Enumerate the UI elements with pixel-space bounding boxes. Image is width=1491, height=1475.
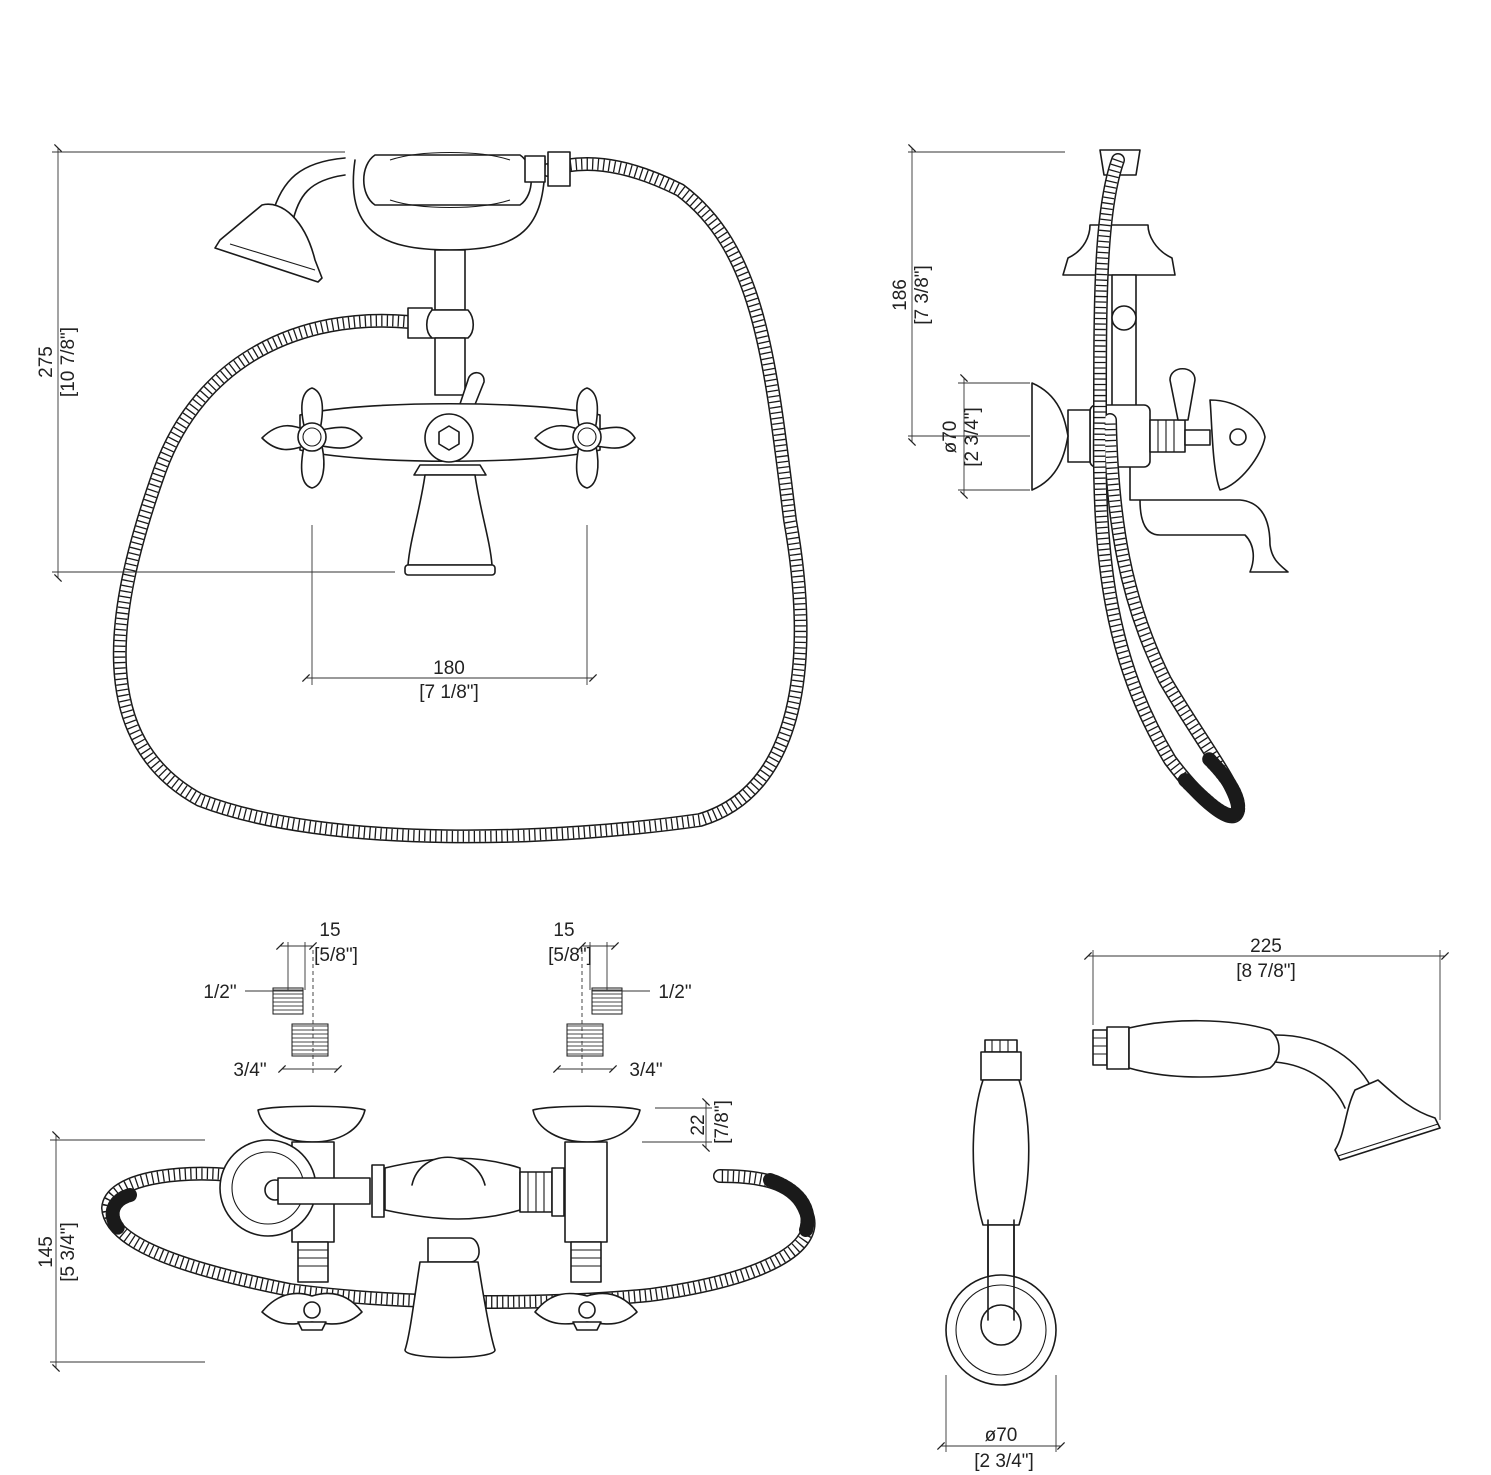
bottom-height-dimension: 145 [5 3/4"] <box>36 1130 205 1373</box>
front-spacing-dimension: 180 [7 1/8"] <box>301 525 598 703</box>
handle-dimension: 22 [7/8"] <box>642 1097 733 1153</box>
side-height-mm: 186 <box>890 279 911 311</box>
handshower-top-view: ø70 [2 3/4"] <box>936 1039 1066 1472</box>
front-height-mm: 275 <box>36 346 57 378</box>
handshower-diameter-mm: ø70 <box>985 1425 1018 1446</box>
front-mixer-body <box>261 387 636 576</box>
side-height-dimension: 186 [7 3/8"] <box>890 143 1065 447</box>
left-pipe-in: [5/8"] <box>314 945 358 966</box>
front-spacing-mm: 180 <box>433 658 465 679</box>
handle-mm: 22 <box>688 1114 709 1135</box>
left-thread-detail: 15 [5/8"] 1/2" 3/4" <box>203 920 357 1081</box>
front-view: 275 [10 7/8"] 180 [7 1/8"] <box>36 143 808 844</box>
side-diameter-dimension: ø70 [2 3/4"] <box>940 373 1030 500</box>
bottom-height-in: [5 3/4"] <box>58 1222 79 1282</box>
front-spacing-in: [7 1/8"] <box>419 682 479 703</box>
side-diameter-in: [2 3/4"] <box>962 407 983 467</box>
right-pipe-in: [5/8"] <box>548 945 592 966</box>
front-height-dimension: 275 [10 7/8"] <box>36 143 395 583</box>
bottom-height-mm: 145 <box>36 1236 57 1268</box>
side-diameter-mm: ø70 <box>940 421 961 454</box>
side-view: 186 [7 3/8"] ø70 [2 3/4"] <box>890 143 1289 824</box>
left-thread-half: 1/2" <box>203 982 236 1003</box>
side-height-in: [7 3/8"] <box>912 265 933 325</box>
bottom-view: 15 [5/8"] 1/2" 3/4" 15 [5/8"] 1/2" 3/4" <box>36 920 816 1373</box>
left-pipe-mm: 15 <box>319 920 340 941</box>
right-pipe-mm: 15 <box>553 920 574 941</box>
right-thread-half: 1/2" <box>658 982 691 1003</box>
left-thread-threequarter: 3/4" <box>233 1060 266 1081</box>
handshower-length-dimension: 225 [8 7/8"] <box>1083 936 1450 1120</box>
handshower-diameter-in: [2 3/4"] <box>974 1451 1034 1472</box>
right-thread-detail: 15 [5/8"] 1/2" 3/4" <box>548 920 691 1081</box>
right-thread-threequarter: 3/4" <box>629 1060 662 1081</box>
front-hose <box>112 157 808 844</box>
handshower-side-view: 225 [8 7/8"] <box>1083 936 1450 1161</box>
handshower-length-mm: 225 <box>1250 936 1282 957</box>
handshower-length-in: [8 7/8"] <box>1236 961 1296 982</box>
front-height-in: [10 7/8"] <box>58 327 79 397</box>
front-handshower <box>214 151 571 413</box>
side-hose <box>1092 153 1246 824</box>
handshower-diameter-dimension: ø70 [2 3/4"] <box>936 1375 1066 1472</box>
handle-in: [7/8"] <box>712 1100 733 1144</box>
